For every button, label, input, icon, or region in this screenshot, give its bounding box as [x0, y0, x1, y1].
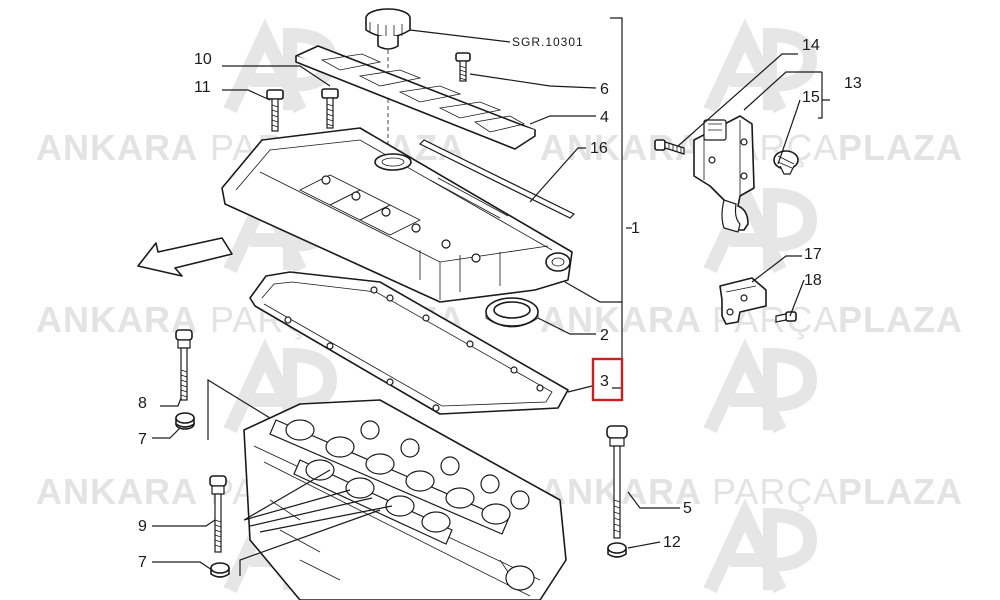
watermark-word-ankara: ANKARA: [540, 299, 702, 340]
cover-plate[interactable]: [295, 45, 536, 150]
callout-5: 5: [683, 500, 692, 517]
callout-3: 3: [600, 373, 609, 390]
cover-gasket-3[interactable]: [249, 271, 569, 415]
watermark-word-ankara: ANKARA: [36, 471, 198, 512]
callout-12: 12: [663, 534, 681, 551]
washer-12[interactable]: [607, 542, 627, 558]
callout-7: 7: [138, 431, 147, 448]
callout-labels: 1 2 3 4 5 6 7 7 8 9 10 11 12 13 14 15 16…: [138, 37, 862, 571]
washer-7-upper[interactable]: [175, 412, 195, 430]
bolt-6[interactable]: [455, 52, 471, 82]
group-bracket-1: [610, 17, 623, 389]
callout-4: 4: [600, 109, 609, 126]
bracket-line-9: [239, 509, 381, 576]
bolt-5[interactable]: [606, 425, 628, 539]
rod-16[interactable]: [418, 139, 576, 219]
callout-8: 8: [138, 395, 147, 412]
callout-15: 15: [802, 89, 820, 106]
bracket-line-8: [207, 378, 271, 440]
watermark-word-ankara: ANKARA: [36, 127, 198, 168]
watermark-word-parca: PARÇA: [712, 471, 838, 512]
bolt-8[interactable]: [175, 329, 193, 401]
camshaft-upper: [269, 419, 511, 535]
cylinder-head: [243, 399, 567, 600]
bolt-9[interactable]: [209, 475, 227, 553]
watermark-word-plaza: PLAZA: [838, 471, 963, 512]
callout-1: 1: [631, 220, 640, 237]
bolt-11[interactable]: [266, 89, 284, 132]
watermark-word-ankara: ANKARA: [36, 299, 198, 340]
watermark-logo: [703, 178, 818, 273]
callout-14: 14: [802, 37, 820, 54]
bolt-10[interactable]: [321, 88, 339, 129]
callout-9: 9: [138, 518, 147, 535]
clip-15[interactable]: [773, 150, 799, 175]
watermark-logo: [703, 498, 818, 593]
front-direction-arrow: [137, 237, 233, 277]
callout-6: 6: [600, 81, 609, 98]
watermark-logo: [703, 338, 818, 433]
watermark-word-plaza: PLAZA: [838, 299, 963, 340]
callout-2: 2: [600, 327, 609, 344]
callout-17: 17: [804, 246, 822, 263]
watermark-logos: [223, 18, 818, 593]
reference-code: SGR.10301: [512, 35, 584, 49]
seal-ring-2[interactable]: [485, 297, 539, 328]
callout-7: 7: [138, 554, 147, 571]
callout-10: 10: [194, 51, 212, 68]
watermark-word-plaza: PLAZA: [838, 127, 963, 168]
leader-lines-9: [243, 469, 393, 533]
camshaft-lower: [293, 459, 453, 545]
callout-16: 16: [590, 140, 608, 157]
watermark-logo: [703, 18, 818, 113]
highlight-box-3: [591, 357, 624, 402]
callout-18: 18: [804, 272, 822, 289]
oil-filler-cap[interactable]: [365, 8, 411, 50]
screw-14[interactable]: [654, 139, 685, 155]
leader-lines: [152, 53, 830, 571]
watermark-word-ankara: ANKARA: [540, 471, 702, 512]
watermark-logo: [223, 338, 338, 433]
bracket-17[interactable]: [719, 277, 767, 325]
callout-11: 11: [194, 79, 211, 96]
cam-cover[interactable]: [221, 127, 573, 303]
washer-7-lower[interactable]: [210, 562, 230, 578]
callout-13: 13: [844, 75, 862, 92]
sensor-bracket-13[interactable]: [693, 115, 755, 233]
